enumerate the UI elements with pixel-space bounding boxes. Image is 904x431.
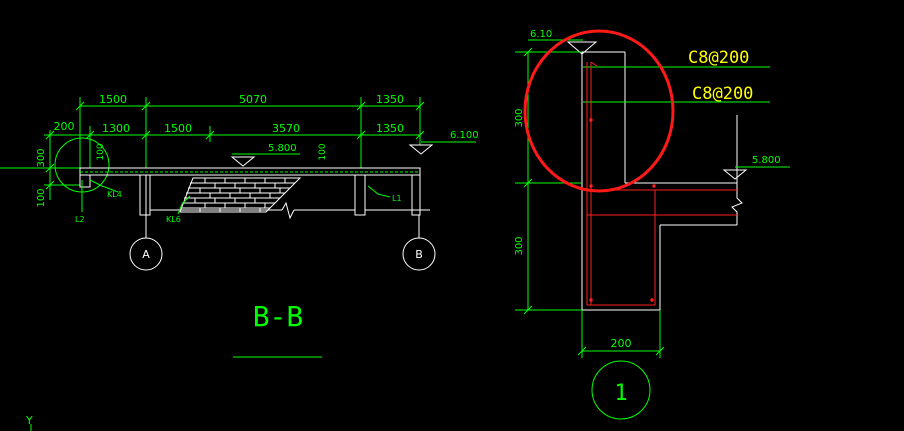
dim-top-1: 1500 <box>99 93 127 106</box>
detail-number: 1 <box>614 381 627 406</box>
rebar-label-1: C8@200 <box>688 48 749 68</box>
label-kl4: KL4 <box>107 190 122 199</box>
axis-bubble-b <box>402 237 436 271</box>
dim-left-300: 300 <box>36 148 47 167</box>
axis-bubble-a <box>129 237 163 271</box>
dim-left-100: 100 <box>36 188 47 207</box>
brick-hatch <box>179 177 302 213</box>
detail-dim-300-bottom: 300 <box>514 236 525 255</box>
axis-label-a: A <box>142 248 150 261</box>
detail-1 <box>515 29 790 420</box>
detail-dim-200: 200 <box>611 337 632 350</box>
ucs-icon: Y <box>25 414 33 431</box>
dim-left-200: 200 <box>54 120 75 133</box>
detail-elevation-marker-mid <box>722 169 748 180</box>
dim-top-2: 5070 <box>239 93 267 106</box>
dim-small-100-left: 100 <box>96 143 106 160</box>
highlight-circle <box>523 29 675 193</box>
ucs-y-label: Y <box>25 414 33 427</box>
dim-second-1: 1300 <box>102 122 130 135</box>
label-kl6: KL6 <box>166 215 181 224</box>
dim-top-3: 1350 <box>376 93 404 106</box>
axis-label-b: B <box>415 248 423 261</box>
section-title: B-B <box>253 300 304 333</box>
elevation-mid: 5.800 <box>268 143 297 154</box>
dim-second-3: 3570 <box>272 122 300 135</box>
detail-dim-300-top: 300 <box>514 108 525 127</box>
detail-number-circle <box>591 360 651 420</box>
beam-kl4 <box>139 174 151 216</box>
label-l2: L2 <box>75 215 85 224</box>
rebar-label-2: C8@200 <box>692 84 753 104</box>
beam-l1 <box>354 174 366 216</box>
label-l1: L1 <box>392 194 402 203</box>
detail-mid-elevation: 5.800 <box>752 155 781 166</box>
dim-second-4: 1350 <box>376 122 404 135</box>
section-bb <box>0 97 476 358</box>
detail-top-elevation: 6.10 <box>530 29 552 40</box>
elevation-marker-right <box>408 144 434 155</box>
detail-elevation-marker-top <box>566 41 598 55</box>
dim-second-2: 1500 <box>164 122 192 135</box>
elevation-marker-mid <box>230 156 256 167</box>
elevation-right: 6.100 <box>450 130 479 141</box>
dim-small-100-mid: 100 <box>318 143 328 160</box>
